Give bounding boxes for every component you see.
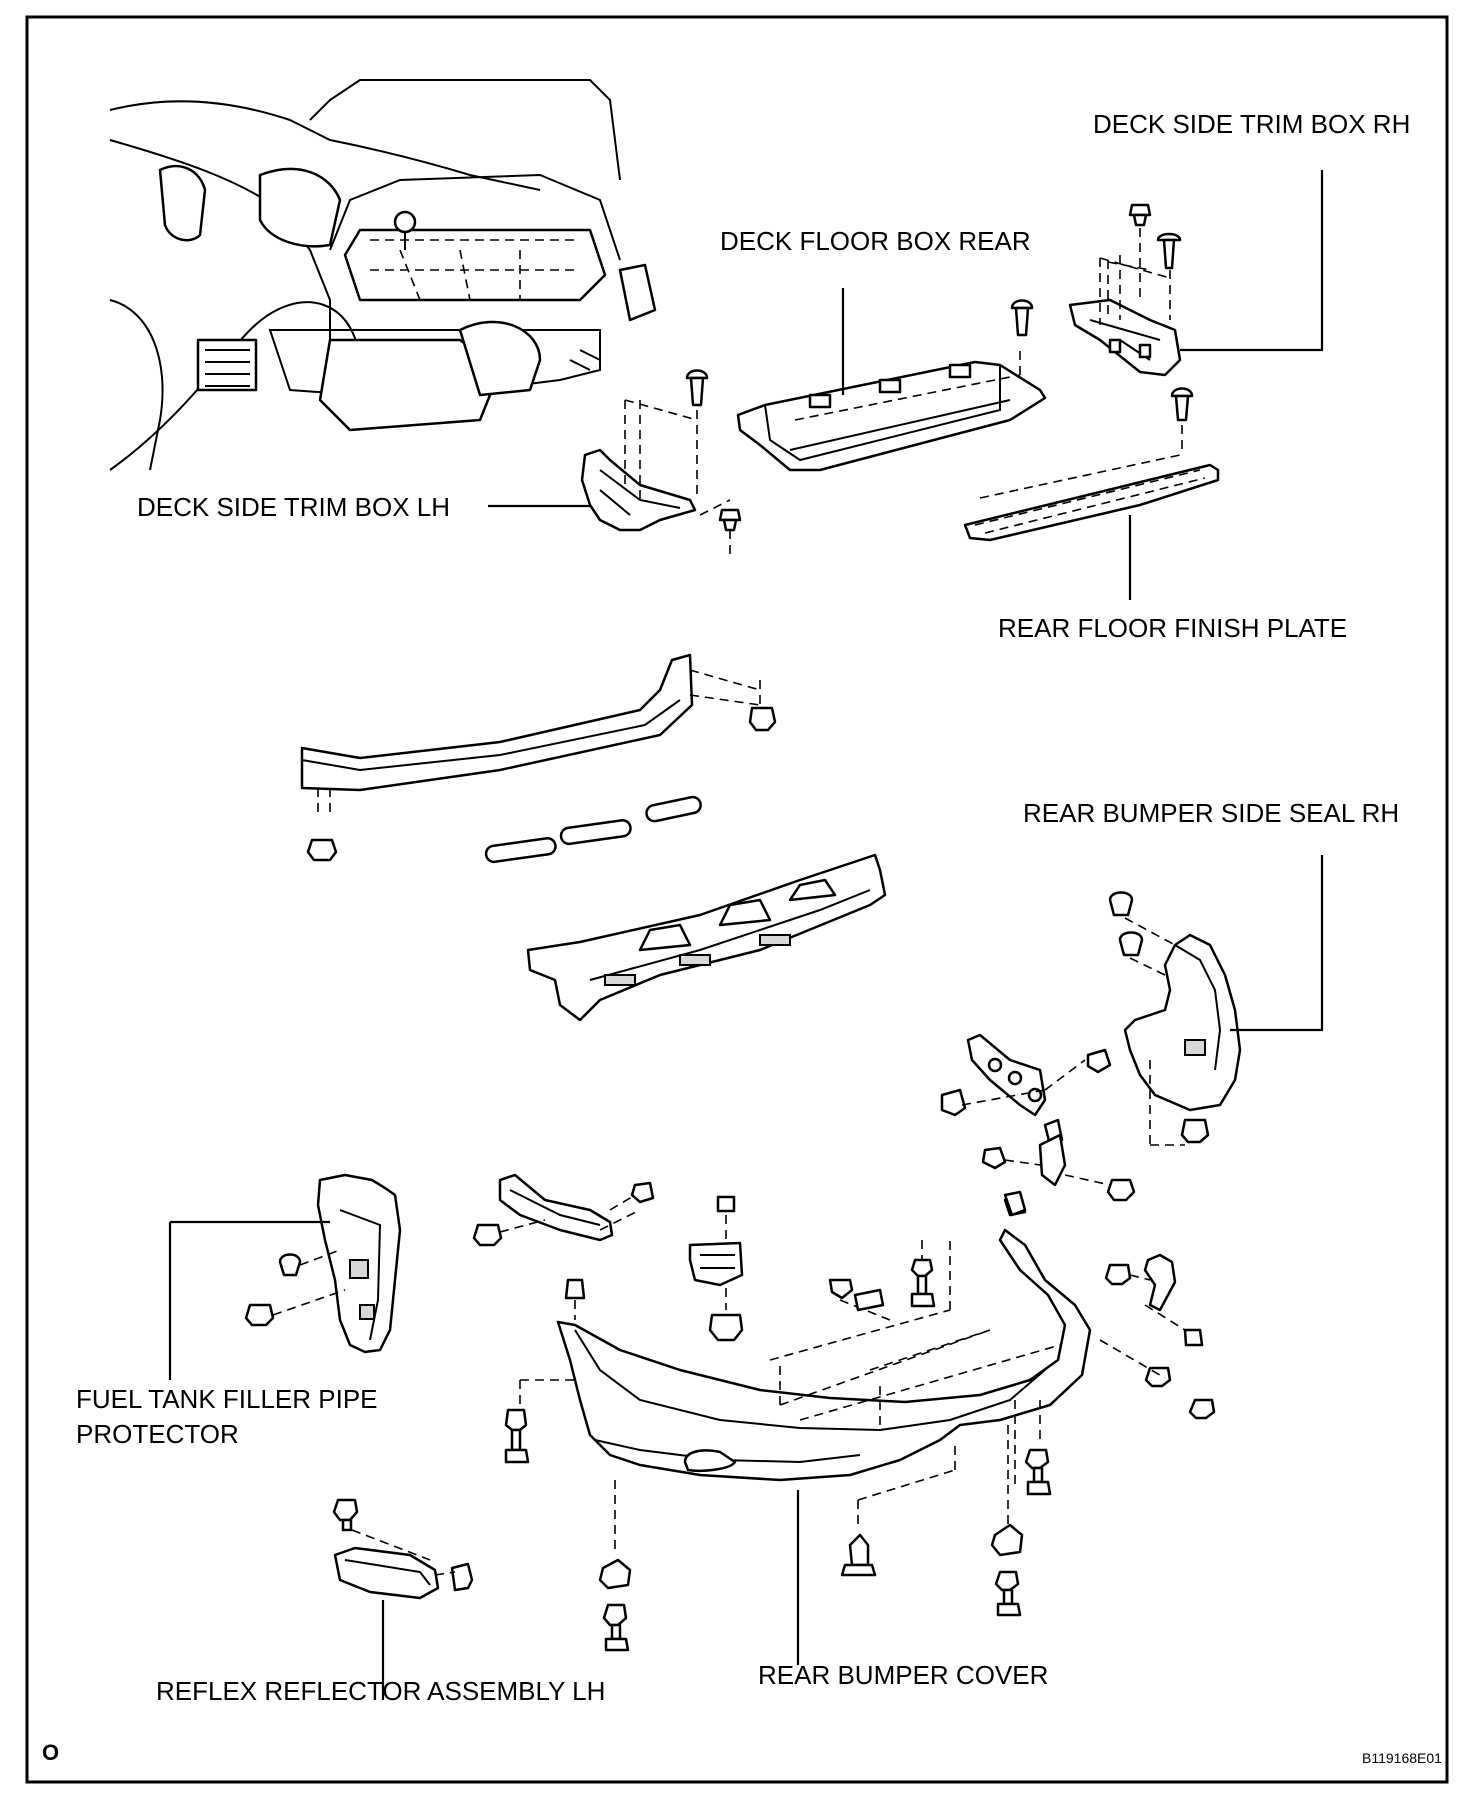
- deck-side-trim-box-rh: [1068, 203, 1182, 377]
- deck-floor-box-rear: [736, 299, 1047, 472]
- leader-lines: [168, 170, 1324, 1700]
- label-reflex-reflector-assembly-lh: REFLEX REFLECTOR ASSEMBLY LH: [156, 1676, 605, 1706]
- rear-bumper-cover: [556, 1228, 1092, 1482]
- bumper-cover-fasteners: [504, 1190, 1216, 1652]
- label-rear-bumper-cover: REAR BUMPER COVER: [758, 1660, 1048, 1690]
- label-deck-side-trim-box-lh: DECK SIDE TRIM BOX LH: [137, 492, 450, 522]
- rear-floor-finish-plate: [963, 387, 1220, 542]
- label-fuel-tank-filler-pipe-protector-2: PROTECTOR: [76, 1419, 239, 1449]
- diagram-frame: [25, 15, 1449, 1784]
- rear-bumper-reinforcement: [300, 653, 777, 862]
- label-rear-floor-finish-plate: REAR FLOOR FINISH PLATE: [998, 613, 1347, 643]
- rear-bumper-side-seal-rh: [1108, 891, 1242, 1146]
- label-deck-side-trim-box-rh: DECK SIDE TRIM BOX RH: [1093, 109, 1410, 139]
- side-mounting-hardware: [981, 1133, 1136, 1217]
- label-fuel-tank-filler-pipe-protector-1: FUEL TANK FILLER PIPE: [76, 1384, 378, 1414]
- figure-code: B119168E01: [1362, 1750, 1442, 1766]
- absorber-strips: [484, 795, 702, 864]
- center-bracket: [688, 1195, 744, 1342]
- vehicle-rear-illustration: [109, 79, 657, 471]
- reflex-reflector-assembly-lh: [332, 1498, 474, 1600]
- label-rear-bumper-side-seal-rh: REAR BUMPER SIDE SEAL RH: [1023, 798, 1399, 828]
- rear-bumper-retainer-lh: [472, 1173, 655, 1247]
- corner-mark: O: [42, 1740, 59, 1765]
- rear-bumper-retainer-rh: [940, 1033, 1112, 1147]
- rear-bumper-energy-absorber: [526, 853, 887, 1022]
- label-deck-floor-box-rear: DECK FLOOR BOX REAR: [720, 226, 1031, 256]
- fuel-tank-filler-pipe-protector: [244, 1173, 402, 1354]
- deck-side-trim-box-lh: [580, 369, 742, 555]
